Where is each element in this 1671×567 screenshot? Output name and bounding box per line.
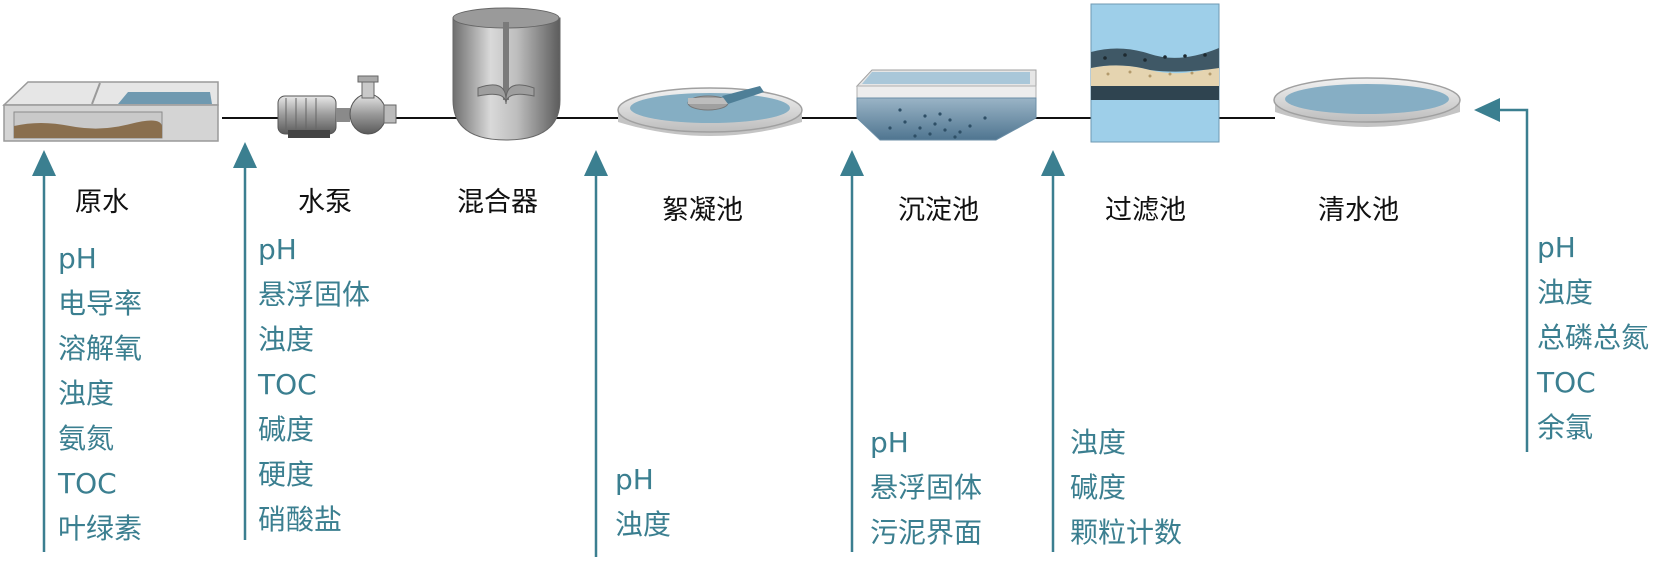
params-clear-water: pH 浊度 总磷总氮 TOC 余氯 [1537,225,1649,450]
param-item: 碱度 [258,413,315,446]
params-raw-water: pH 电导率 溶解氧 浊度 氨氮 TOC 叶绿素 [58,236,142,551]
sampling-arrow-flocculation [584,150,608,557]
param-item: 电导率 [58,287,143,320]
sampling-arrow-raw-water [32,150,56,552]
clear-water-basin-icon [1273,77,1461,127]
params-filtration: 浊度 碱度 颗粒计数 [1070,420,1182,555]
sampling-arrow-sedimentation [840,150,864,552]
params-pump: pH 悬浮固体 浊度 TOC 碱度 硬度 硝酸盐 [258,227,370,542]
sampling-arrows [32,98,1529,557]
filter-bed-icon [1090,3,1220,143]
param-item: 叶绿素 [58,512,143,545]
param-item: 硝酸盐 [258,503,343,536]
raw-water-tank-icon [2,81,219,142]
param-item: 悬浮固体 [258,278,371,311]
param-item: TOC [258,368,317,401]
stage-label-mixer: 混合器 [457,187,538,218]
param-item: 总磷总氮 [1537,321,1650,354]
sampling-arrow-clear-water [1474,98,1529,452]
sedimentation-basin-icon [855,69,1037,141]
param-item: 悬浮固体 [870,471,983,504]
sampling-arrow-pump [233,142,257,540]
param-item: 氨氮 [58,422,115,455]
stage-label-clear-water: 清水池 [1318,195,1399,226]
mixer-tank-icon [452,7,561,141]
param-item: pH [258,233,297,266]
param-item: pH [58,242,97,275]
param-item: pH [870,426,909,459]
param-item: 余氯 [1537,411,1594,444]
param-item: 浊度 [258,323,315,356]
stage-label-pump: 水泵 [298,187,352,218]
param-item: 颗粒计数 [1070,516,1183,549]
param-item: TOC [58,467,117,500]
params-flocculation: pH 浊度 [615,457,671,547]
param-item: pH [1537,231,1576,264]
sampling-arrow-filtration [1041,150,1065,552]
param-item: 浊度 [58,377,115,410]
stage-label-raw-water: 原水 [75,187,129,218]
param-item: pH [615,463,654,496]
param-item: 污泥界面 [870,516,983,549]
param-item: 浊度 [615,508,672,541]
param-item: 硬度 [258,458,315,491]
param-item: 浊度 [1537,276,1594,309]
param-item: 碱度 [1070,471,1127,504]
param-item: 溶解氧 [58,332,143,365]
param-item: 浊度 [1070,426,1127,459]
pump-icon [277,75,397,138]
param-item: TOC [1537,366,1596,399]
stage-label-flocculation: 絮凝池 [662,195,743,226]
params-sedimentation: pH 悬浮固体 污泥界面 [870,420,982,555]
stage-label-filtration: 过滤池 [1105,195,1186,226]
flocculation-basin-icon [617,86,803,136]
stage-label-sedimentation: 沉淀池 [898,195,979,226]
